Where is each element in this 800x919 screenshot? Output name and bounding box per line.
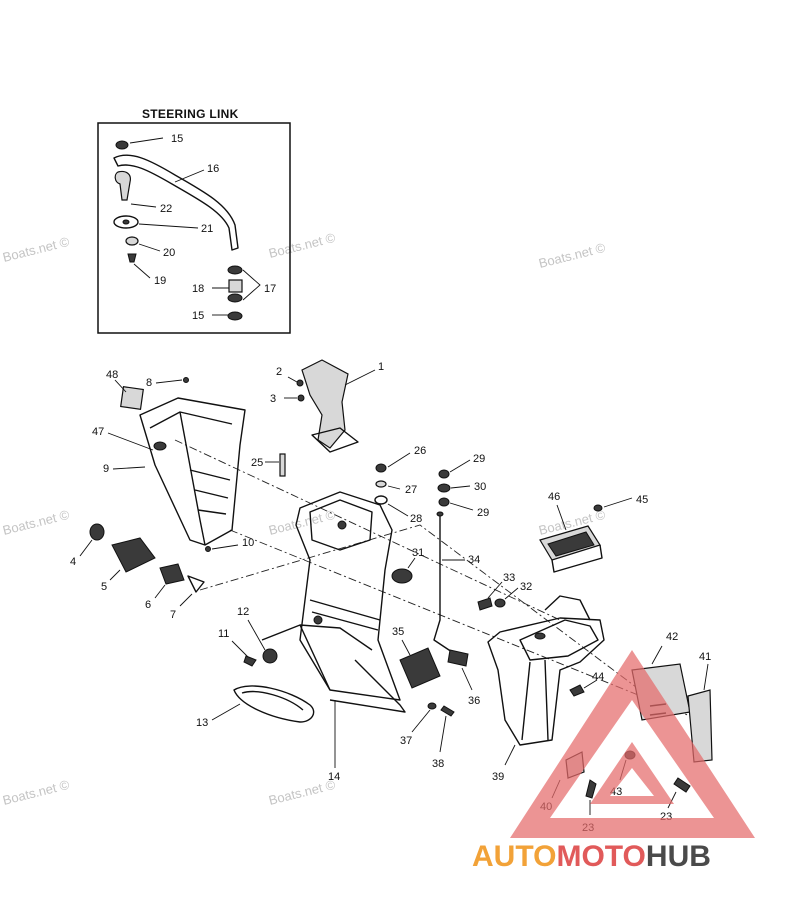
- ball-stud-22: [114, 170, 131, 201]
- leader: [130, 203, 157, 208]
- callout-22: 22: [160, 203, 172, 215]
- watermark: Boats.net ©: [1, 507, 71, 538]
- callout-29: 29: [473, 453, 485, 465]
- callout-14: 14: [328, 771, 340, 783]
- callout-8: 8: [146, 377, 152, 389]
- steering-rod-16: [113, 154, 239, 251]
- callout-2: 2: [276, 366, 282, 378]
- callout-21: 21: [201, 223, 213, 235]
- callout-48: 48: [106, 369, 118, 381]
- callout-4: 4: [70, 556, 76, 568]
- logo-triangle: [510, 650, 755, 838]
- washer-20: [125, 236, 139, 246]
- callout-19: 19: [154, 275, 166, 287]
- plate-35: 35: [392, 626, 441, 689]
- logo-text-hub: HUB: [646, 840, 711, 873]
- shift-rod-34: 34 36: [433, 511, 480, 707]
- logo-inner-triangle: [590, 742, 674, 804]
- callout-30: 30: [474, 481, 486, 493]
- parts-45-46: 46 45: [539, 491, 648, 573]
- exhaust-tube-1: 1 2 3: [270, 359, 384, 453]
- fasteners-26-28: 26 27 28: [374, 445, 426, 525]
- callout-16: 16: [207, 163, 219, 175]
- inset-title: STEERING LINK: [142, 107, 239, 121]
- lower-cowl-9: 48 8 47 9 10: [92, 369, 254, 552]
- callout-38: 38: [432, 758, 444, 770]
- bushing-17-bottom: [227, 293, 243, 303]
- left-lower-parts: 12 11 13: [196, 606, 315, 729]
- callout-9: 9: [103, 463, 109, 475]
- left-parts: 4 5 6 7: [70, 523, 205, 621]
- callout-15: 15: [192, 310, 204, 322]
- callout-7: 7: [170, 609, 176, 621]
- callout-1: 1: [378, 361, 384, 373]
- leader: [129, 137, 164, 144]
- fasteners-29-30: 29 30 29: [437, 453, 489, 519]
- fasteners-32-33: 33 32: [477, 572, 532, 611]
- callout-45: 45: [636, 494, 648, 506]
- callout-5: 5: [101, 581, 107, 593]
- watermark: Boats.net ©: [1, 234, 71, 265]
- lower-unit-39: 39 44: [487, 595, 605, 783]
- callout-44: 44: [592, 671, 604, 683]
- bushing-18: [228, 279, 243, 293]
- steering-link-inset: STEERING LINK 15 16 22 21 20: [97, 107, 291, 334]
- logo-text-moto: MOTO: [556, 840, 645, 873]
- callout-37: 37: [400, 735, 412, 747]
- bushing-17-top: [227, 265, 243, 275]
- callout-20: 20: [163, 247, 175, 259]
- callout-47: 47: [92, 426, 104, 438]
- watermark: Boats.net ©: [267, 777, 337, 808]
- callout-6: 6: [145, 599, 151, 611]
- callout-46: 46: [548, 491, 560, 503]
- callout-32: 32: [520, 581, 532, 593]
- watermark: Boats.net ©: [267, 507, 337, 538]
- fasteners-37-38: 37 38: [400, 702, 455, 770]
- nut-15-top: [115, 140, 129, 150]
- automotohub-logo: AUTOMOTOHUB: [472, 650, 755, 873]
- leader: [174, 169, 205, 183]
- callout-28: 28: [410, 513, 422, 525]
- alignment-line: [174, 439, 561, 621]
- callout-36: 36: [468, 695, 480, 707]
- callout-26: 26: [414, 445, 426, 457]
- nut-15-bottom: [227, 311, 243, 321]
- inset-frame: [97, 122, 291, 334]
- callout-15: 15: [171, 133, 183, 145]
- leader: [242, 269, 261, 301]
- callout-39: 39: [492, 771, 504, 783]
- watermark: Boats.net ©: [1, 777, 71, 808]
- alignment-line: [199, 524, 641, 691]
- callout-25: 25: [251, 457, 263, 469]
- svg-text:AUTOMOTOHUB: AUTOMOTOHUB: [472, 840, 711, 873]
- callout-31: 31: [412, 547, 424, 559]
- logo-text-auto: AUTO: [472, 840, 556, 873]
- callout-35: 35: [392, 626, 404, 638]
- callout-41: 41: [699, 651, 711, 663]
- washer-21-hole: [122, 219, 130, 225]
- callout-33: 33: [503, 572, 515, 584]
- callout-27: 27: [405, 484, 417, 496]
- pin-25: 25: [251, 453, 286, 477]
- callout-11: 11: [218, 628, 229, 640]
- callout-34: 34: [468, 554, 480, 566]
- leader: [138, 243, 161, 252]
- washer-21: [113, 215, 139, 229]
- watermark: Boats.net ©: [267, 230, 337, 261]
- watermark: Boats.net ©: [537, 240, 607, 271]
- grommet-31: 31: [391, 547, 424, 584]
- callout-3: 3: [270, 393, 276, 405]
- callout-29: 29: [477, 507, 489, 519]
- screw-19: [127, 253, 137, 263]
- callout-12: 12: [237, 606, 249, 618]
- leader: [133, 263, 151, 279]
- driveshaft-housing-14: 14: [261, 491, 406, 783]
- callout-42: 42: [666, 631, 678, 643]
- callout-17: 17: [264, 283, 276, 295]
- leader: [138, 223, 199, 229]
- callout-18: 18: [192, 283, 204, 295]
- callout-10: 10: [242, 537, 254, 549]
- callout-13: 13: [196, 717, 208, 729]
